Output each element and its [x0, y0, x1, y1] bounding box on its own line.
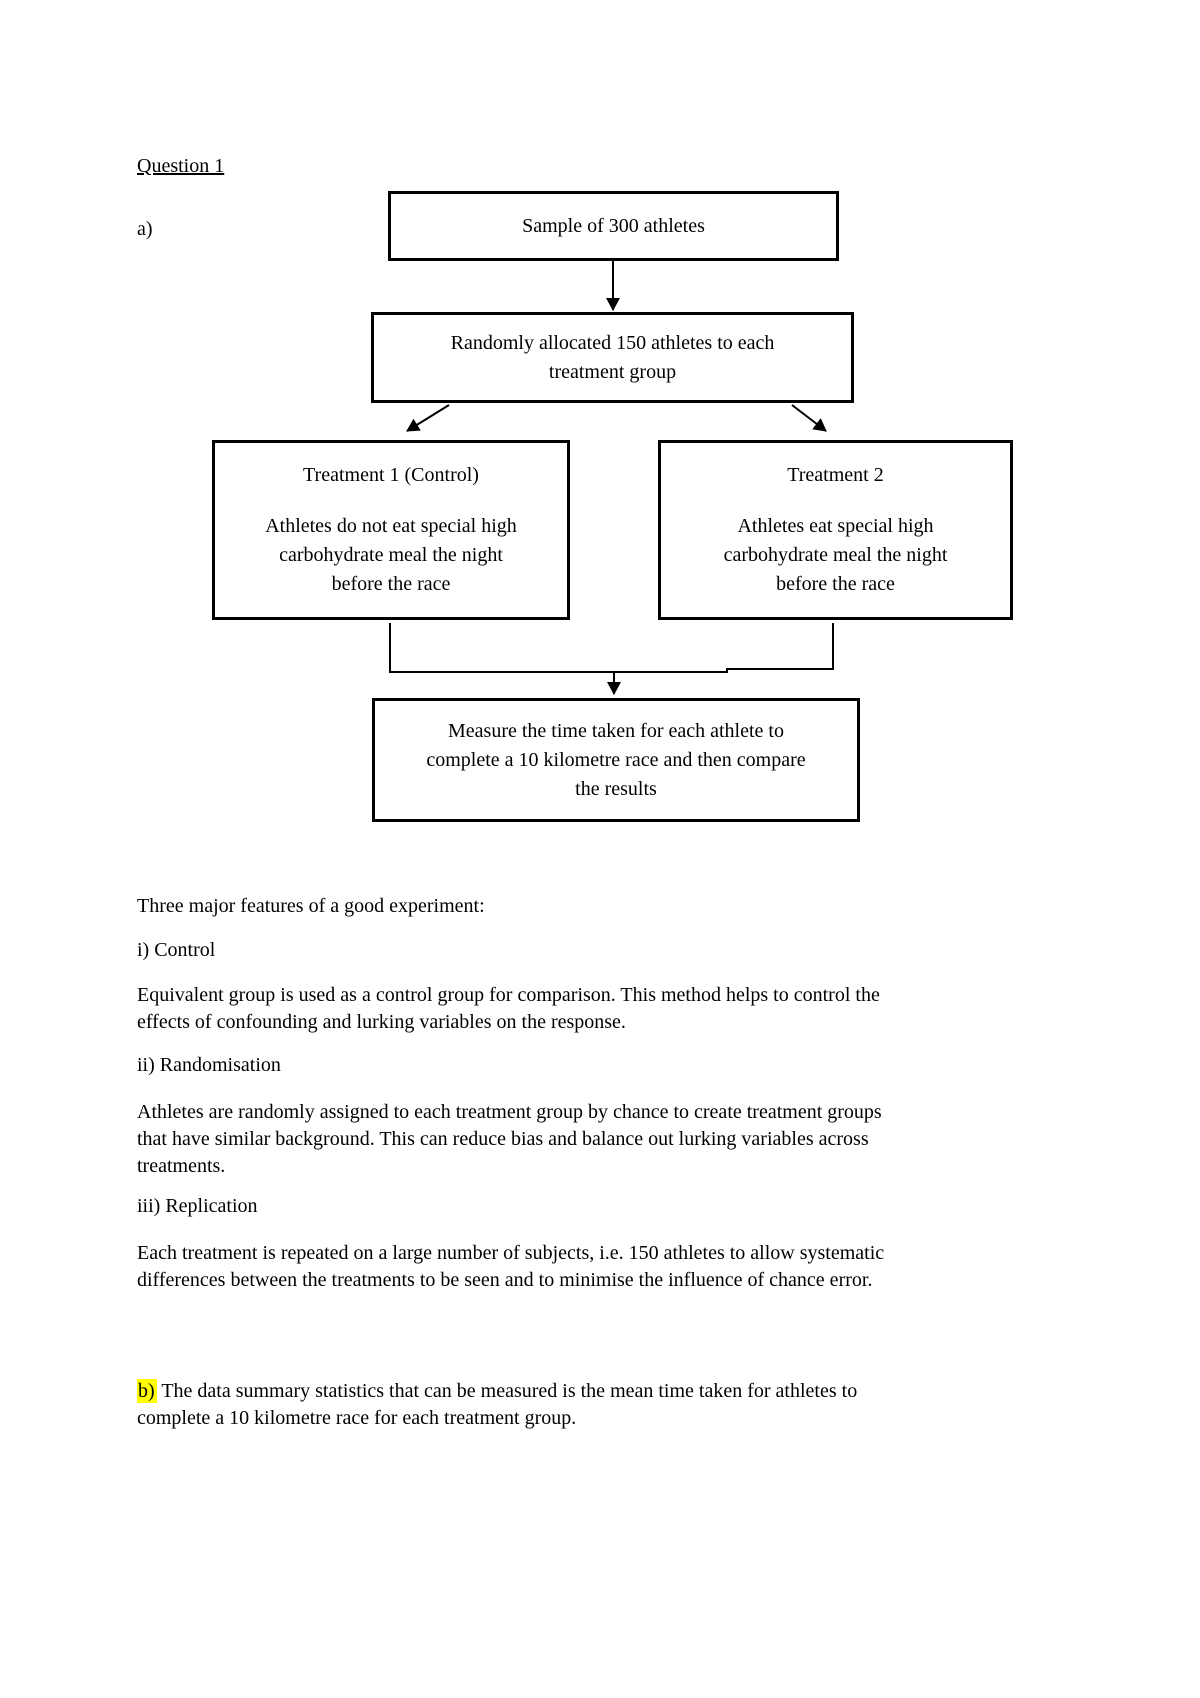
- item-i-heading: i) Control: [137, 939, 216, 961]
- arrow-allocate-to-treatment1: [406, 404, 450, 432]
- text-line: effects of confounding and lurking varia…: [137, 1011, 626, 1033]
- flowchart-box-measure: Measure the time taken for each athlete …: [372, 698, 860, 822]
- flowchart-box-text: Measure the time taken for each athlete …: [448, 719, 784, 742]
- part-a-label: a): [137, 218, 153, 240]
- arrow-allocate-to-treatment2: [791, 404, 827, 432]
- text-line: b) The data summary statistics that can …: [137, 1378, 857, 1405]
- flowchart-box-treatment2: Treatment 2 Athletes eat special high ca…: [658, 440, 1013, 620]
- item-iii-heading: iii) Replication: [137, 1195, 258, 1217]
- flowchart-box-text: carbohydrate meal the night: [279, 544, 503, 566]
- text-line: complete a 10 kilometre race for each tr…: [137, 1407, 577, 1429]
- part-b-highlight: b): [137, 1379, 157, 1403]
- text-line: Each treatment is repeated on a large nu…: [137, 1242, 885, 1264]
- part-b-paragraph: b) The data summary statistics that can …: [137, 1378, 857, 1432]
- text-line: Athletes are randomly assigned to each t…: [137, 1101, 882, 1123]
- item-ii-heading: ii) Randomisation: [137, 1054, 281, 1076]
- flowchart-box-text: treatment group: [548, 360, 677, 383]
- flowchart-box-text: Athletes do not eat special high: [265, 515, 517, 537]
- flowchart-box-title: Treatment 2: [787, 464, 884, 486]
- features-heading: Three major features of a good experimen…: [137, 895, 485, 917]
- flowchart-box-text: complete a 10 kilometre race and then co…: [426, 748, 806, 771]
- text-line: that have similar background. This can r…: [137, 1128, 869, 1150]
- flowchart-box-text: Sample of 300 athletes: [522, 214, 705, 237]
- item-i-paragraph: Equivalent group is used as a control gr…: [137, 982, 880, 1036]
- flowchart-box-sample: Sample of 300 athletes: [388, 191, 839, 261]
- text-line: differences between the treatments to be…: [137, 1269, 873, 1291]
- flowchart-box-text: before the race: [776, 573, 895, 595]
- flowchart-box-text: the results: [575, 777, 657, 800]
- connector-treatment2-elbow: [614, 623, 834, 673]
- flowchart-box-text: Athletes eat special high: [737, 515, 934, 537]
- text-line: treatments.: [137, 1155, 226, 1177]
- flowchart-box-treatment1: Treatment 1 (Control) Athletes do not ea…: [212, 440, 570, 620]
- flowchart-box-title: Treatment 1 (Control): [303, 464, 479, 486]
- part-b-text: The data summary statistics that can be …: [161, 1380, 858, 1402]
- flowchart-box-text: Randomly allocated 150 athletes to each: [450, 331, 775, 354]
- item-ii-paragraph: Athletes are randomly assigned to each t…: [137, 1099, 882, 1180]
- flowchart-box-text: carbohydrate meal the night: [723, 544, 948, 566]
- item-iii-paragraph: Each treatment is repeated on a large nu…: [137, 1240, 884, 1294]
- flowchart-box-text: before the race: [331, 573, 451, 595]
- text-line: Equivalent group is used as a control gr…: [137, 984, 880, 1006]
- connector-treatment1-elbow: [389, 623, 614, 673]
- flowchart-box-allocate: Randomly allocated 150 athletes to each …: [371, 312, 854, 403]
- question-heading: Question 1: [137, 155, 225, 177]
